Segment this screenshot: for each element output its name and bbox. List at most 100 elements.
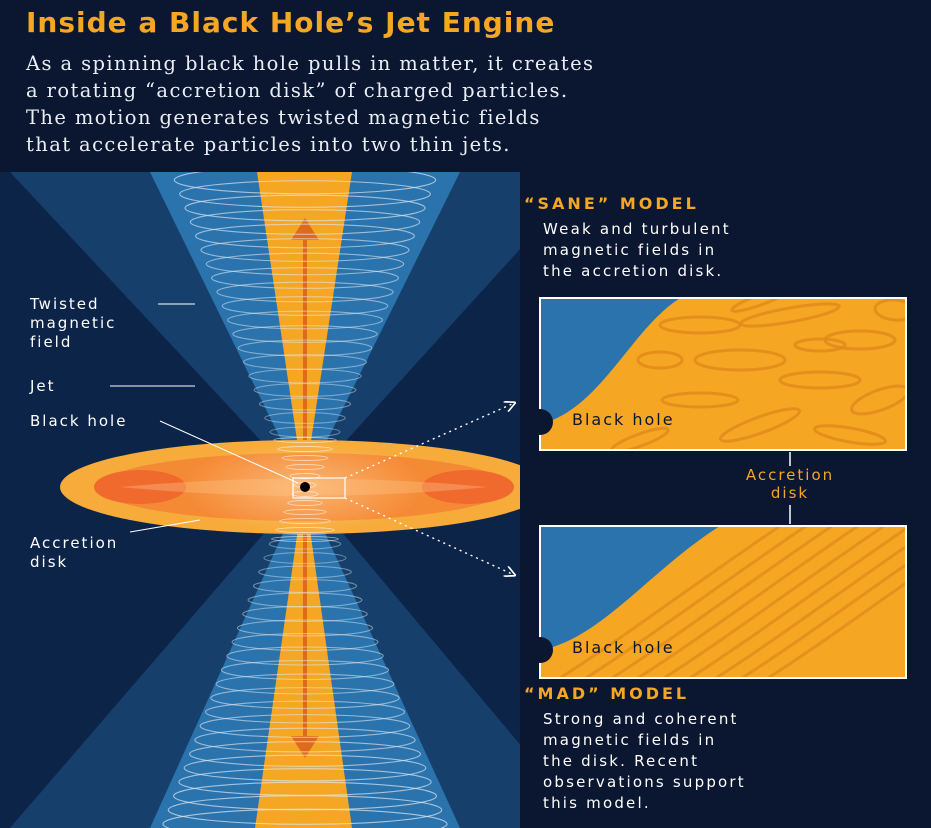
coherent-field-line [663,526,885,678]
field-line [211,267,399,289]
panel-accretion-disk-label: Accretion disk [722,466,858,502]
desc-line: magnetic fields in [543,241,717,259]
label-line: field [30,333,73,351]
field-lines-front [271,437,339,542]
field-line [263,551,347,565]
sane-black-hole [527,409,553,435]
field-line [242,606,368,622]
field-line [215,673,395,695]
mad-description: Strong and coherent magnetic fields in t… [543,709,746,814]
field-line [287,500,323,506]
field-line [275,527,335,533]
turbulent-swirl [850,384,906,416]
field-line [167,795,443,825]
accretion-disk-label: Accretion disk [30,534,118,572]
turbulent-swirl [718,407,802,443]
field-line [205,252,405,276]
field-line [236,619,374,637]
turbulent-swirl [636,350,684,370]
label-line: Twisted [30,295,100,313]
coherent-field-line [559,526,781,678]
mad-black-hole-label: Black hole [572,638,675,657]
intro-text: As a spinning black hole pulls in matter… [26,50,916,158]
turbulent-swirl [693,348,787,372]
field-line [216,281,394,303]
field-line [226,646,384,666]
field-line [188,741,422,767]
field-line [200,238,410,262]
field-line [237,339,373,357]
field-line [195,223,415,249]
field-line [268,538,342,550]
field-line [232,325,378,343]
turbulent-swirl [610,426,670,450]
field-line [210,687,400,709]
accretion-disk [60,440,520,534]
black-hole-dot [300,482,310,492]
turbulent-swirl [873,298,906,322]
field-line [173,781,437,811]
turbulent-swirl [778,370,862,390]
label-line: Accretion [30,534,119,552]
sane-heading: “SANE” MODEL [524,194,699,213]
field-line [277,446,333,452]
mad-black-hole [527,637,553,663]
field-line [231,633,379,651]
turbulent-swirl [793,337,847,353]
turbulent-swirl [739,302,841,328]
coherent-field-line [637,526,859,678]
twisted-field-label: Twisted magnetic field [30,295,116,352]
zoom-box [292,477,346,499]
field-line [189,209,421,235]
field-line [279,518,331,524]
field-line [204,700,406,724]
field-line [247,592,363,608]
mad-heading: “MAD” MODEL [524,684,690,703]
intro-line: The motion generates twisted magnetic fi… [26,106,541,129]
field-line [271,536,339,542]
field-line [173,172,437,195]
desc-line: the accretion disk. [543,262,724,280]
page-title: Inside a Black Hole’s Jet Engine [26,6,556,39]
field-line [253,383,357,397]
field-line [248,368,362,384]
field-line [285,464,325,470]
coherent-field-line [689,526,906,678]
field-line [226,310,384,330]
field-line [183,754,427,782]
intro-line: As a spinning black hole pulls in matter… [26,52,595,75]
desc-line: Strong and coherent [543,710,739,728]
field-line [199,714,411,738]
sane-description: Weak and turbulent magnetic fields in th… [543,219,731,282]
jet-diagram [0,172,520,828]
desc-line: magnetic fields in [543,731,717,749]
field-line [242,354,368,370]
field-line [258,565,352,579]
turbulent-field-pattern [610,298,906,450]
coherent-field-line [585,526,807,678]
coherent-field-line [767,581,906,678]
field-line [281,455,329,461]
label-line: disk [30,553,69,571]
field-line [252,578,358,594]
field-line [220,660,390,680]
intro-line: a rotating “accretion disk” of charged p… [26,79,569,102]
field-line [283,509,327,515]
turbulent-swirl [730,298,790,313]
label-line: disk [770,484,810,502]
label-line: Accretion [745,466,835,484]
field-line [184,194,426,222]
desc-line: this model. [543,794,651,812]
intro-line: that accelerate particles into two thin … [26,133,511,156]
black-hole-label: Black hole [30,412,128,430]
field-line [221,296,389,316]
sane-panel [540,298,906,450]
turbulent-swirl [813,424,887,446]
field-line [179,180,431,208]
desc-line: Weak and turbulent [543,220,731,238]
label-line: magnetic [30,314,117,332]
desc-line: observations support [543,773,746,791]
field-line [273,437,337,443]
